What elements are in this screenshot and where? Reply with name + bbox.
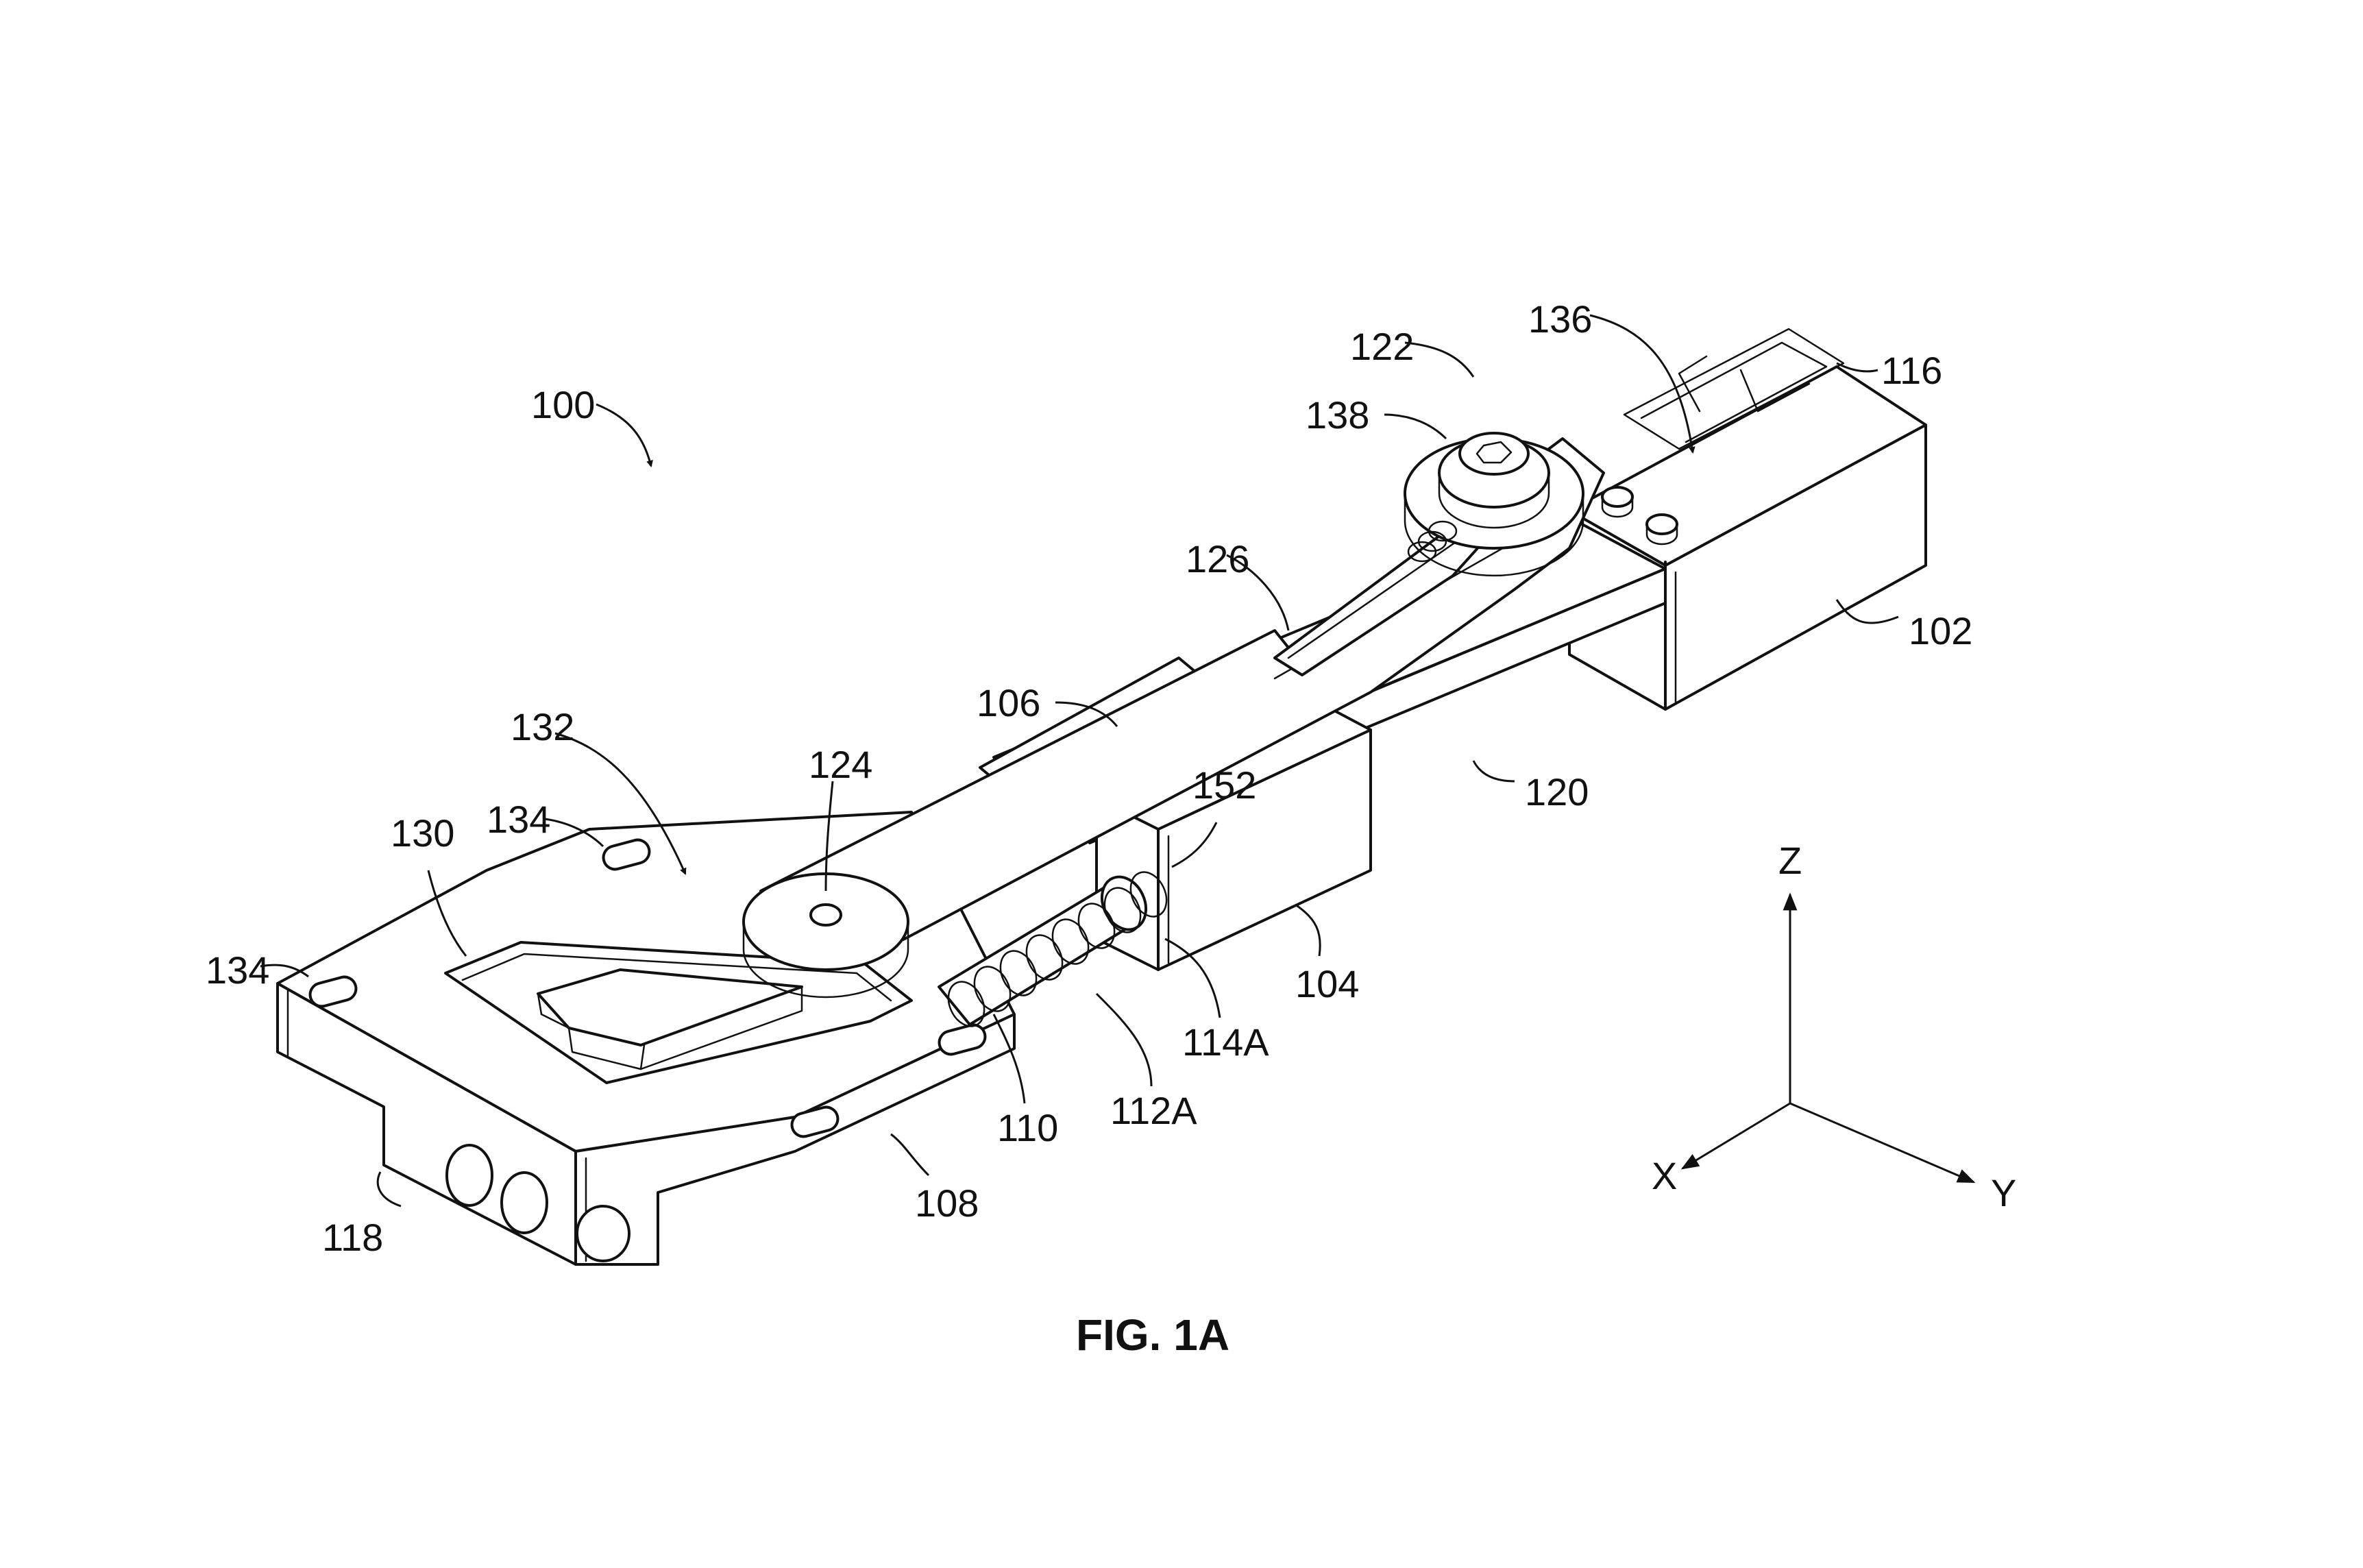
- figure-caption: FIG. 1A: [1076, 1310, 1229, 1360]
- label-136: 136: [1528, 297, 1592, 341]
- label-116: 116: [1881, 349, 1942, 392]
- axis-label-x: X: [1652, 1154, 1677, 1197]
- label-138: 138: [1306, 393, 1369, 437]
- axis-label-y: Y: [1991, 1171, 2016, 1214]
- label-112a: 112A: [1110, 1089, 1197, 1132]
- pivot-122: [1404, 432, 1584, 577]
- arm-106: [742, 437, 1605, 999]
- label-114a: 114A: [1182, 1020, 1269, 1064]
- label-100: 100: [531, 383, 595, 426]
- label-122: 122: [1350, 325, 1414, 368]
- label-124: 124: [809, 743, 872, 786]
- label-126: 126: [1186, 537, 1249, 580]
- label-108: 108: [915, 1181, 979, 1225]
- label-104: 104: [1295, 962, 1359, 1005]
- label-132: 132: [511, 705, 574, 748]
- label-102: 102: [1909, 609, 1972, 652]
- label-134-top: 134: [487, 798, 550, 841]
- label-106: 106: [977, 681, 1040, 724]
- axis-label-z: Z: [1778, 839, 1802, 882]
- label-152: 152: [1192, 763, 1256, 807]
- label-120: 120: [1525, 770, 1589, 813]
- reference-labels: 100 102 104 106 108 110 112A 114A 116 11…: [206, 297, 1972, 1259]
- axis-triad: Z X Y: [1652, 839, 2016, 1214]
- rear-block-102: [1568, 328, 1927, 711]
- label-118: 118: [322, 1216, 383, 1259]
- spring-112a: [938, 871, 1168, 1027]
- label-134-left: 134: [206, 948, 269, 992]
- label-130: 130: [391, 811, 454, 855]
- leader-lines: [260, 314, 1899, 1208]
- label-110: 110: [997, 1106, 1058, 1149]
